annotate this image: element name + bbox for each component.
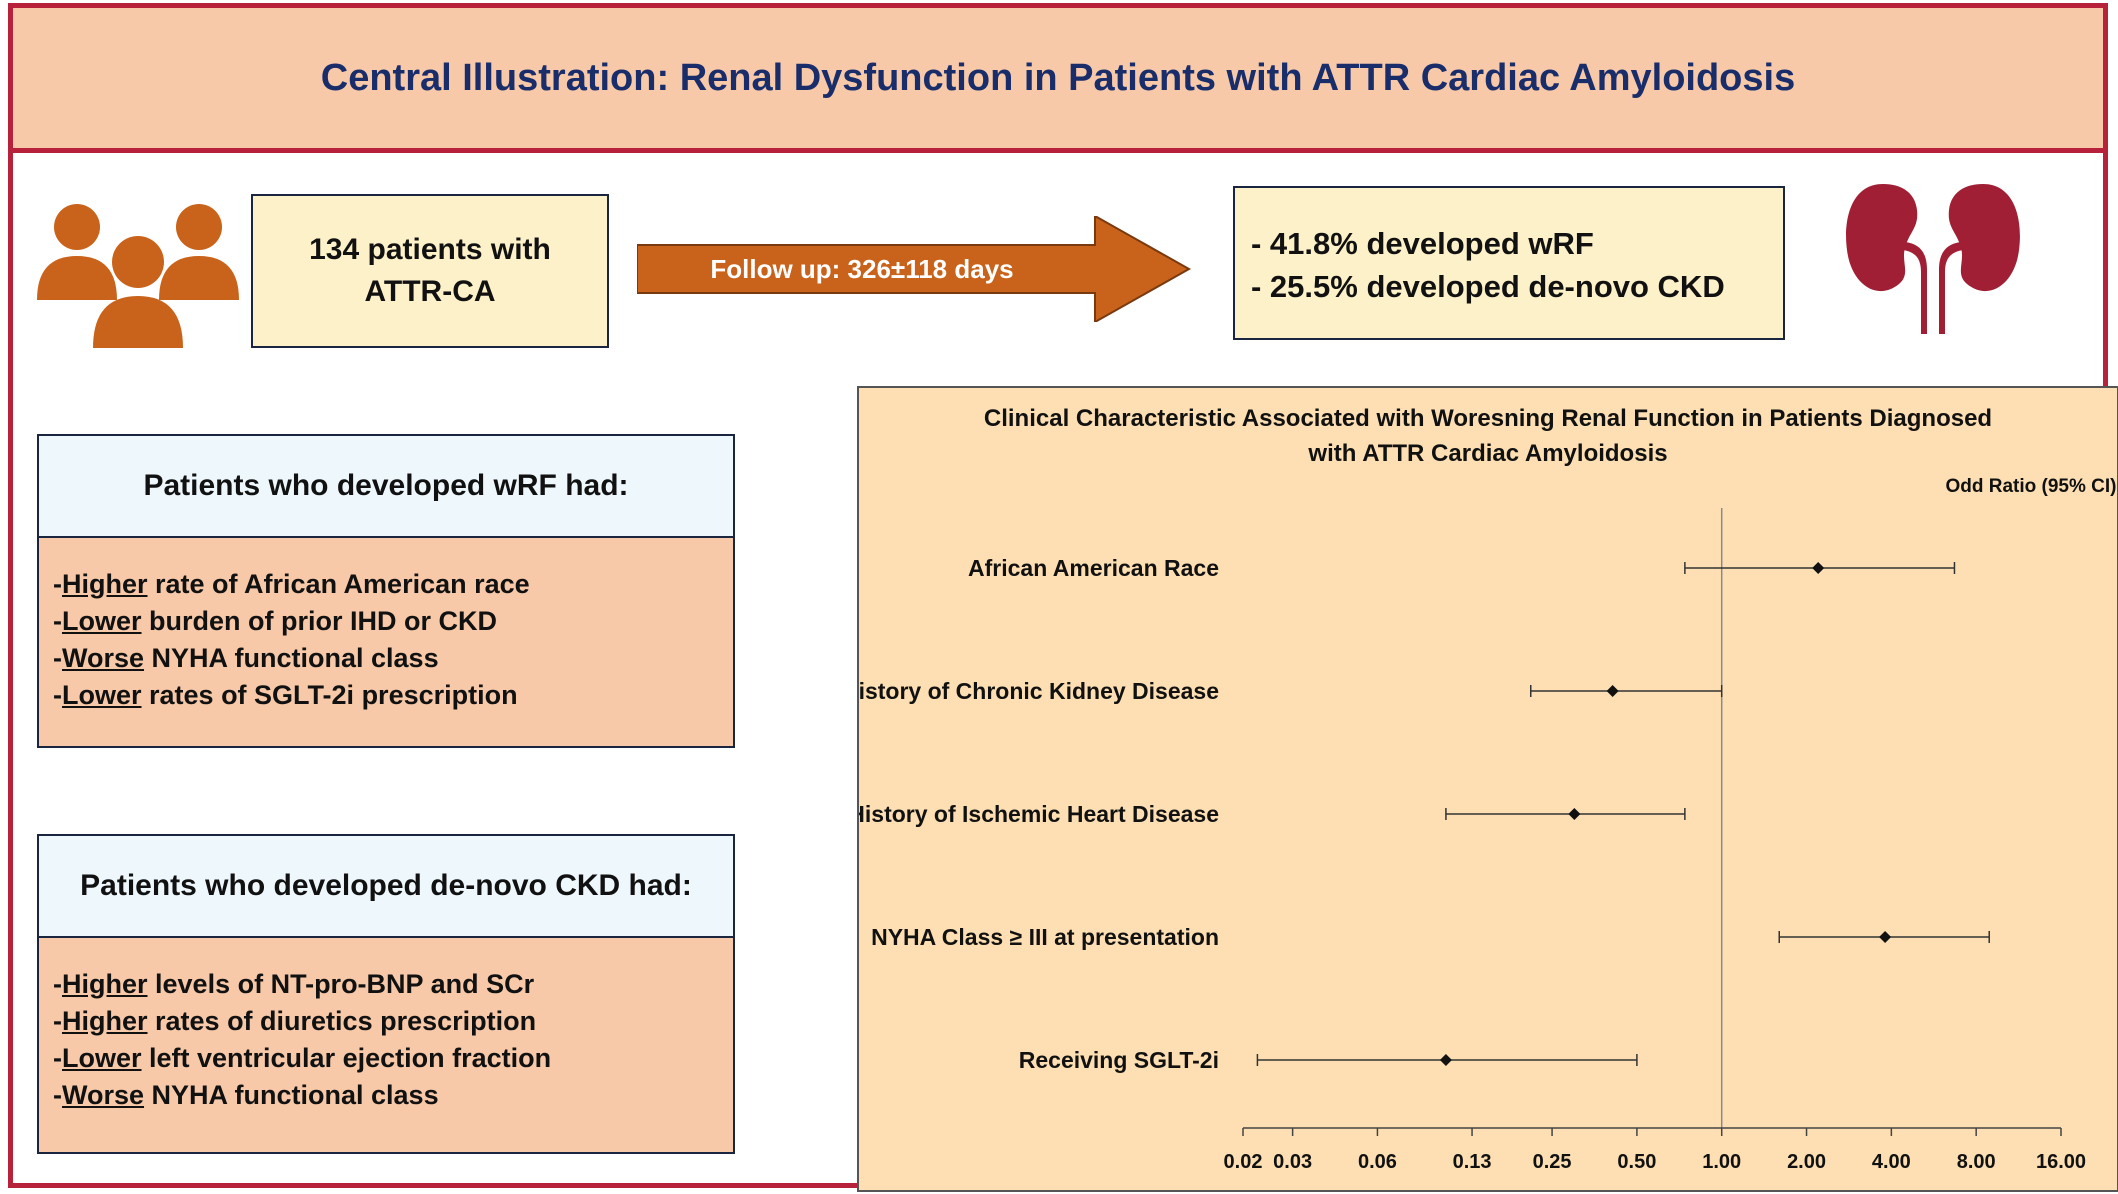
illustration-frame: Central Illustration: Renal Dysfunction … [8, 3, 2118, 1192]
list-item: -Higher rates of diuretics prescription [53, 1006, 537, 1036]
list-item: -Lower burden of prior IHD or CKD [53, 606, 497, 636]
odds-ratio-point [1439, 1054, 1452, 1066]
x-tick-label: 0.06 [1358, 1151, 1397, 1173]
row-label: History of Ischemic Heart Disease [859, 801, 1219, 827]
cohort-line-2: ATTR-CA [364, 275, 496, 308]
chart-title-line-1: Clinical Characteristic Associated with … [984, 405, 1992, 432]
column-label: Odd Ratio (95% CI) [1945, 476, 2116, 497]
x-tick-label: 0.50 [1617, 1151, 1656, 1173]
outcome-ckd: - 25.5% developed de-novo CKD [1251, 269, 1725, 304]
ckd-panel: Patients who developed de-novo CKD had: … [37, 834, 735, 1154]
list-item: -Lower left ventricular ejection fractio… [53, 1043, 552, 1073]
odds-ratio-point [1568, 808, 1581, 820]
list-item: -Higher levels of NT-pro-BNP and SCr [53, 969, 535, 999]
odds-ratio-point [1812, 562, 1825, 574]
cohort-box: 134 patients with ATTR-CA [251, 194, 609, 348]
outcome-wrf: - 41.8% developed wRF [1251, 226, 1594, 261]
odds-ratio-point [1606, 685, 1619, 697]
wrf-panel: Patients who developed wRF had: -Higher … [37, 434, 735, 748]
list-item: -Higher rate of African American race [53, 569, 530, 599]
header-banner: Central Illustration: Renal Dysfunction … [13, 8, 2103, 153]
list-item: -Worse NYHA functional class [53, 1080, 439, 1110]
x-tick-label: 0.13 [1453, 1151, 1492, 1173]
cohort-line-1: 134 patients with [309, 233, 551, 266]
x-tick-label: 16.00 [2036, 1151, 2086, 1173]
forest-plot-svg: Clinical Characteristic Associated with … [859, 405, 2117, 1173]
people-group-icon [37, 204, 239, 348]
x-tick-label: 1.00 [1702, 1151, 1741, 1173]
x-tick-label: 2.00 [1787, 1151, 1826, 1173]
wrf-panel-body: -Higher rate of African American race -L… [39, 538, 733, 746]
arrow-right-icon [637, 216, 1192, 322]
x-tick-label: 0.03 [1273, 1151, 1312, 1173]
x-tick-label: 0.25 [1533, 1151, 1572, 1173]
wrf-panel-title: Patients who developed wRF had: [39, 436, 733, 538]
outcomes-box: - 41.8% developed wRF - 25.5% developed … [1233, 186, 1785, 340]
x-tick-label: 8.00 [1957, 1151, 1996, 1173]
ckd-panel-body: -Higher levels of NT-pro-BNP and SCr -Hi… [39, 938, 733, 1152]
follow-up-label: Follow up: 326±118 days [710, 253, 1014, 284]
list-item: -Worse NYHA functional class [53, 643, 439, 673]
row-label: NYHA Class ≥ III at presentation [871, 924, 1219, 950]
row-label: African American Race [968, 555, 1219, 581]
forest-plot: Clinical Characteristic Associated with … [857, 386, 2118, 1192]
row-label: History of Chronic Kidney Disease [859, 678, 1219, 704]
kidneys-icon [1846, 184, 2020, 334]
row-label: Receiving SGLT-2i [1019, 1047, 1219, 1073]
follow-up-arrow: Follow up: 326±118 days [637, 216, 1193, 322]
page-title: Central Illustration: Renal Dysfunction … [320, 56, 1796, 99]
list-item: -Lower rates of SGLT-2i prescription [53, 680, 518, 710]
x-tick-label: 4.00 [1872, 1151, 1911, 1173]
chart-title-line-2: with ATTR Cardiac Amyloidosis [1307, 440, 1667, 467]
odds-ratio-point [1879, 931, 1892, 943]
x-tick-label: 0.02 [1224, 1151, 1263, 1173]
ckd-panel-title: Patients who developed de-novo CKD had: [39, 836, 733, 938]
